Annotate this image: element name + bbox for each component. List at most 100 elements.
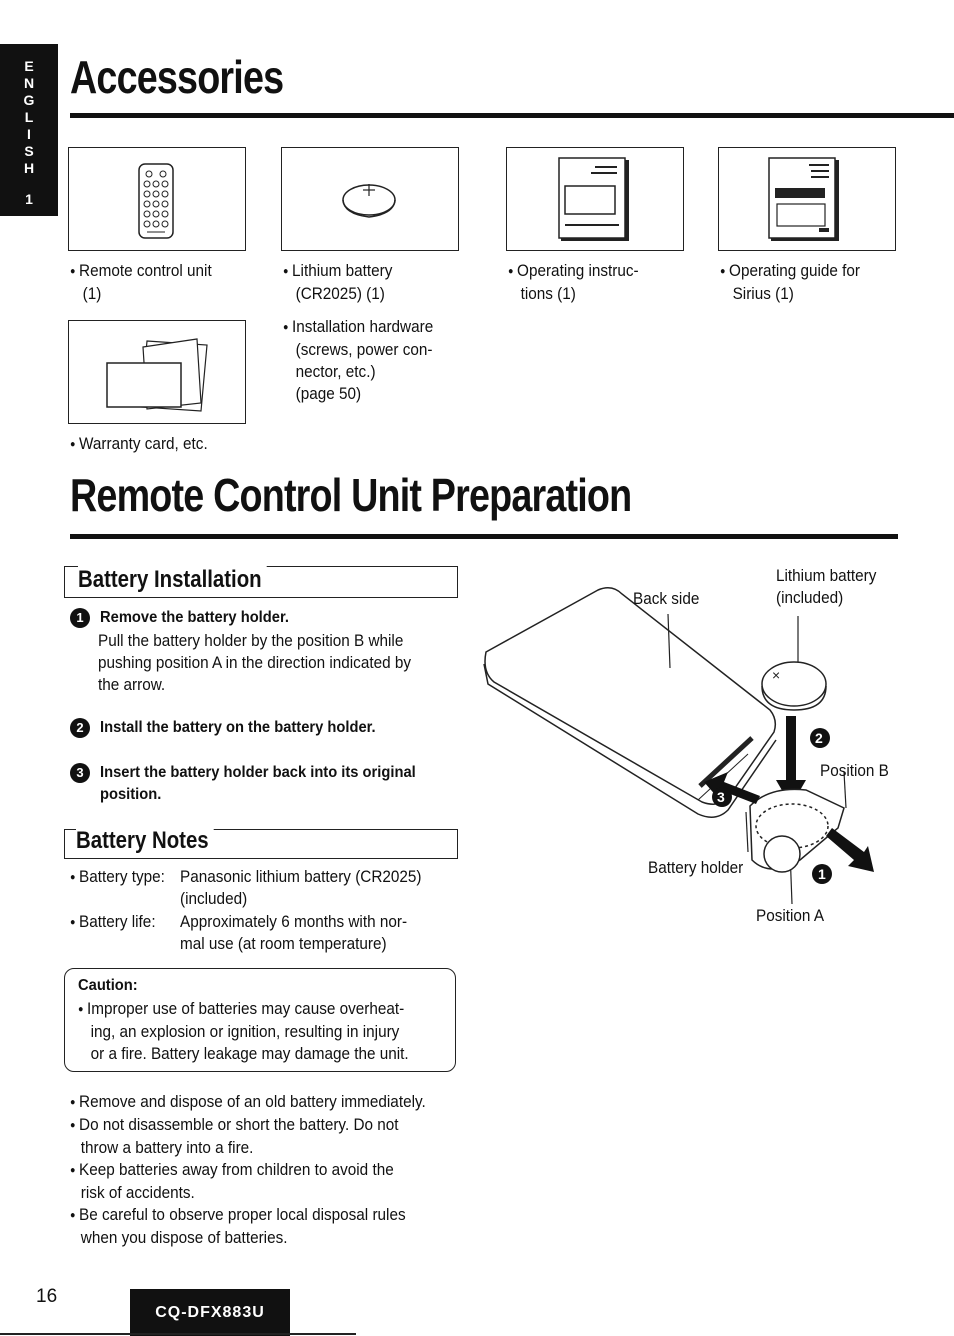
step-1-body: Pull the battery holder by the position … <box>98 630 411 696</box>
svg-text:3: 3 <box>717 789 725 805</box>
pull-arrow-icon <box>826 828 874 872</box>
bullet-line: risk of accidents. <box>80 1183 195 1202</box>
page-number: 16 <box>36 1286 58 1307</box>
body-line: pushing position A in the direction indi… <box>98 653 412 672</box>
warranty-card-icon <box>106 338 208 412</box>
guide-icon <box>768 157 839 241</box>
label-line: (included) <box>776 588 844 607</box>
notes-bullets: Remove and dispose of an old battery imm… <box>70 1091 426 1249</box>
caption-manual: Operating instruc- tions (1) <box>508 260 639 305</box>
caption-line: Remote control unit <box>70 260 212 283</box>
battery-type-value: Panasonic lithium battery (CR2025) (incl… <box>180 866 422 910</box>
caution-line: ing, an explosion or ignition, resulting… <box>90 1022 400 1041</box>
remote-box <box>68 147 246 251</box>
label-line: Lithium battery <box>776 566 877 585</box>
caption-battery: Lithium battery (CR2025) (1) <box>283 260 392 305</box>
svg-text:1: 1 <box>818 866 826 882</box>
lithium-battery-illustration: × <box>761 616 827 711</box>
body-line: the arrow. <box>98 675 166 694</box>
label-lithium: Lithium battery (included) <box>776 565 876 609</box>
step-number: 3 <box>70 763 90 783</box>
caption-line: Sirius (1) <box>732 284 794 303</box>
caution-text: Improper use of batteries may cause over… <box>78 998 409 1065</box>
caption-line: (screws, power con- <box>295 340 433 359</box>
remote-back-illustration <box>483 587 777 818</box>
diagram-number-2: 2 <box>810 728 830 748</box>
caption-line: Operating guide for <box>720 260 860 283</box>
bullet-line: when you dispose of batteries. <box>80 1228 288 1247</box>
tab-letter: S <box>24 143 34 159</box>
battery-box <box>281 147 459 251</box>
caption-line: (1) <box>82 284 102 303</box>
manual-icon <box>558 157 629 241</box>
caption-line: (CR2025) (1) <box>295 284 385 303</box>
tab-letter: E <box>24 58 34 74</box>
tab-letter: N <box>23 75 35 91</box>
section-title: Remote Control Unit Preparation <box>70 469 632 521</box>
caption-guide: Operating guide for Sirius (1) <box>720 260 860 305</box>
notes-heading: Battery Notes <box>76 827 214 855</box>
caution-line: or a fire. Battery leakage may damage th… <box>90 1044 409 1063</box>
tab-letter: I <box>27 126 31 142</box>
bullet-line: Keep batteries away from children to avo… <box>70 1159 426 1182</box>
battery-holder-illustration <box>745 771 847 905</box>
tab-letter: G <box>23 92 35 108</box>
language-letters: E N G L I S H <box>0 58 58 177</box>
label-position-b: Position B <box>820 761 889 780</box>
bullet-line: Be careful to observe proper local dispo… <box>70 1204 426 1227</box>
step-number: 2 <box>70 718 90 738</box>
manual-box <box>506 147 684 251</box>
caption-remote: Remote control unit (1) <box>70 260 212 305</box>
label-battery-holder: Battery holder <box>648 858 744 877</box>
language-tab: E N G L I S H 1 <box>0 44 58 216</box>
label-back-side: Back side <box>633 589 700 608</box>
type-label: Battery type: <box>70 867 165 886</box>
caption-line: nector, etc.) <box>295 362 376 381</box>
battery-life-value: Approximately 6 months with nor- mal use… <box>180 911 407 955</box>
svg-text:×: × <box>772 667 780 683</box>
value-line: Approximately 6 months with nor- <box>180 912 408 931</box>
notes-heading-frame <box>64 829 458 859</box>
coin-battery-icon <box>342 184 396 218</box>
step-3: 3 <box>70 763 90 783</box>
step-number: 1 <box>70 608 90 628</box>
step-1-title: Remove the battery holder. <box>100 609 289 626</box>
section-rule <box>70 534 898 539</box>
bullet-line: Remove and dispose of an old battery imm… <box>70 1091 426 1114</box>
tab-letter: L <box>24 109 34 125</box>
svg-text:2: 2 <box>815 730 823 746</box>
diagram-number-3: 3 <box>712 787 732 807</box>
life-label: Battery life: <box>70 912 156 931</box>
caption-line: Warranty card, etc. <box>70 433 208 456</box>
value-line: Panasonic lithium battery (CR2025) <box>180 867 422 886</box>
remote-icon <box>138 163 174 239</box>
label-position-a: Position A <box>756 906 825 925</box>
warranty-box <box>68 320 246 424</box>
step-1: 1 <box>70 608 90 628</box>
title-line: position. <box>100 786 162 803</box>
title-line: Insert the battery holder back into its … <box>100 764 416 781</box>
caution-line: Improper use of batteries may cause over… <box>78 998 409 1021</box>
battery-type-row: Battery type: <box>70 866 165 889</box>
battery-life-row: Battery life: <box>70 911 156 934</box>
step-2: 2 <box>70 718 90 738</box>
tab-number: 1 <box>25 191 33 207</box>
battery-diagram: × 2 3 1 <box>483 587 874 905</box>
step-2-title: Install the battery on the battery holde… <box>100 719 376 736</box>
caption-line: Operating instruc- <box>508 260 639 283</box>
model-badge: CQ-DFX883U <box>130 1289 290 1336</box>
guide-box <box>718 147 896 251</box>
caption-line: (page 50) <box>295 384 362 403</box>
footer-rule <box>0 1333 356 1335</box>
title-rule <box>70 113 954 118</box>
bullet-line: Do not disassemble or short the battery.… <box>70 1114 426 1137</box>
value-line: (included) <box>180 889 248 908</box>
body-line: Pull the battery holder by the position … <box>98 631 404 650</box>
caution-box <box>64 968 456 1072</box>
step-3-title: Insert the battery holder back into its … <box>100 762 416 806</box>
caption-line: Lithium battery <box>283 260 392 283</box>
accessories-title: Accessories <box>70 51 284 103</box>
caption-line: Installation hardware <box>283 316 433 339</box>
caption-hardware: Installation hardware (screws, power con… <box>283 316 433 405</box>
diagram-number-1: 1 <box>812 864 832 884</box>
